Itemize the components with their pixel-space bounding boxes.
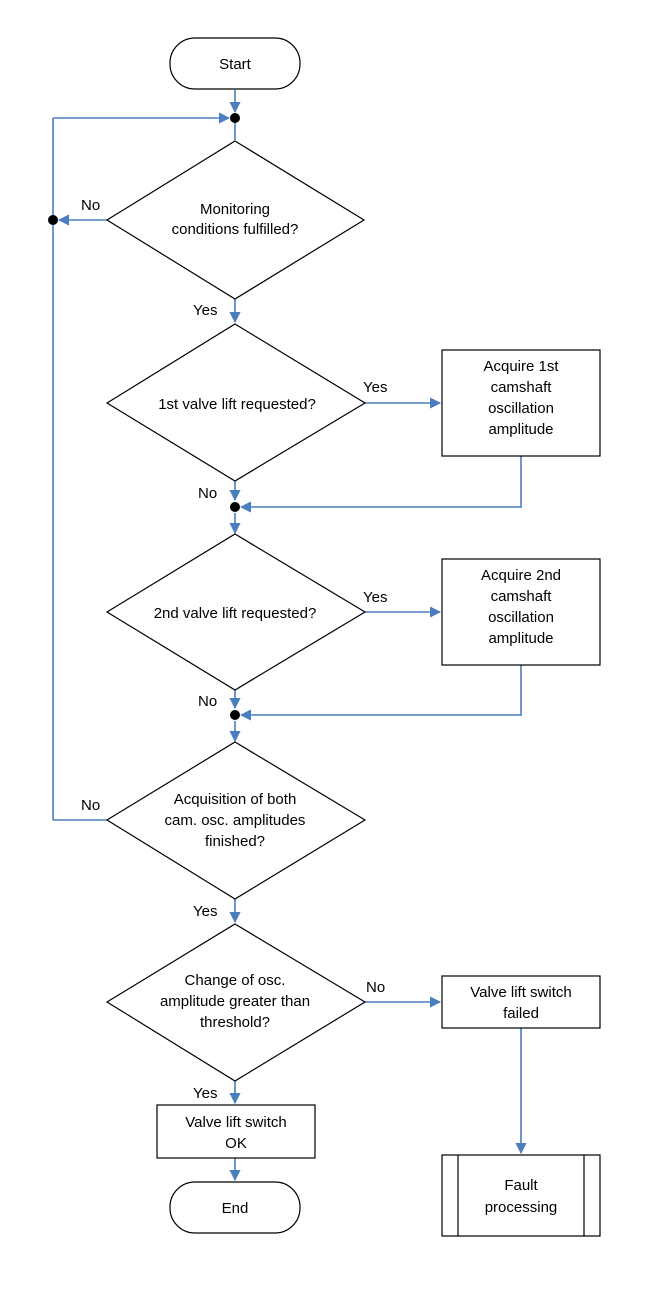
label-no-change: No — [366, 979, 385, 996]
monitoring-label-line1: Monitoring — [200, 201, 270, 218]
ok-line2: OK — [225, 1135, 247, 1152]
decision-monitoring: Monitoring conditions fulfilled? — [105, 140, 366, 300]
decision-acquisition: Acquisition of both cam. osc. amplitudes… — [105, 741, 367, 900]
fault-line1: Fault — [504, 1177, 538, 1194]
change-line3: threshold? — [200, 1014, 270, 1031]
junction-dot-lift1 — [230, 502, 240, 512]
label-yes-lift2: Yes — [363, 589, 387, 606]
acquire2-line1: Acquire 2nd — [481, 567, 561, 584]
end-label: End — [222, 1200, 249, 1217]
fault-line2: processing — [485, 1199, 558, 1216]
arrow-acquire1-return — [239, 456, 522, 513]
end-terminal: End — [169, 1181, 301, 1234]
change-line2: amplitude greater than — [160, 993, 310, 1010]
acquire2-line2: camshaft — [491, 588, 553, 605]
failed-line1: Valve lift switch — [470, 984, 571, 1001]
arrow-acquire2-return — [239, 665, 522, 721]
lift1-label: 1st valve lift requested? — [158, 396, 316, 413]
decision-lift1: 1st valve lift requested? — [105, 323, 367, 482]
label-yes-change: Yes — [193, 1085, 217, 1102]
change-line1: Change of osc. — [185, 972, 286, 989]
process-ok: Valve lift switch OK — [156, 1104, 316, 1159]
acquisition-line1: Acquisition of both — [174, 791, 297, 808]
process-failed: Valve lift switch failed — [441, 975, 601, 1029]
label-yes-acquisition: Yes — [193, 903, 217, 920]
connectors — [52, 90, 527, 1182]
start-label: Start — [219, 56, 252, 73]
label-no-lift1: No — [198, 485, 217, 502]
acquire1-line2: camshaft — [491, 379, 553, 396]
label-yes-monitoring: Yes — [193, 302, 217, 319]
junction-dot-lift2 — [230, 710, 240, 720]
ok-line1: Valve lift switch — [185, 1114, 286, 1131]
process-acquire2: Acquire 2nd camshaft oscillation amplitu… — [441, 558, 601, 666]
junction-dot-loop — [230, 113, 240, 123]
predefined-process-fault: Fault processing — [441, 1154, 601, 1237]
label-no-acquisition: No — [81, 797, 100, 814]
acquire1-line1: Acquire 1st — [483, 358, 559, 375]
acquire1-line3: oscillation — [488, 400, 554, 417]
label-no-monitoring: No — [81, 197, 100, 214]
process-acquire1: Acquire 1st camshaft oscillation amplitu… — [441, 349, 601, 457]
acquire2-line4: amplitude — [488, 630, 553, 647]
failed-line2: failed — [503, 1005, 539, 1022]
decision-lift2: 2nd valve lift requested? — [105, 533, 367, 691]
acquire1-line4: amplitude — [488, 421, 553, 438]
junction-dot-left — [48, 215, 58, 225]
acquisition-line3: finished? — [205, 833, 265, 850]
start-terminal: Start — [169, 37, 301, 90]
label-yes-lift1: Yes — [363, 379, 387, 396]
label-no-lift2: No — [198, 693, 217, 710]
monitoring-label-line2: conditions fulfilled? — [172, 221, 299, 238]
acquisition-line2: cam. osc. amplitudes — [165, 812, 306, 829]
decision-change: Change of osc. amplitude greater than th… — [105, 923, 367, 1082]
acquire2-line3: oscillation — [488, 609, 554, 626]
lift2-label: 2nd valve lift requested? — [154, 605, 317, 622]
